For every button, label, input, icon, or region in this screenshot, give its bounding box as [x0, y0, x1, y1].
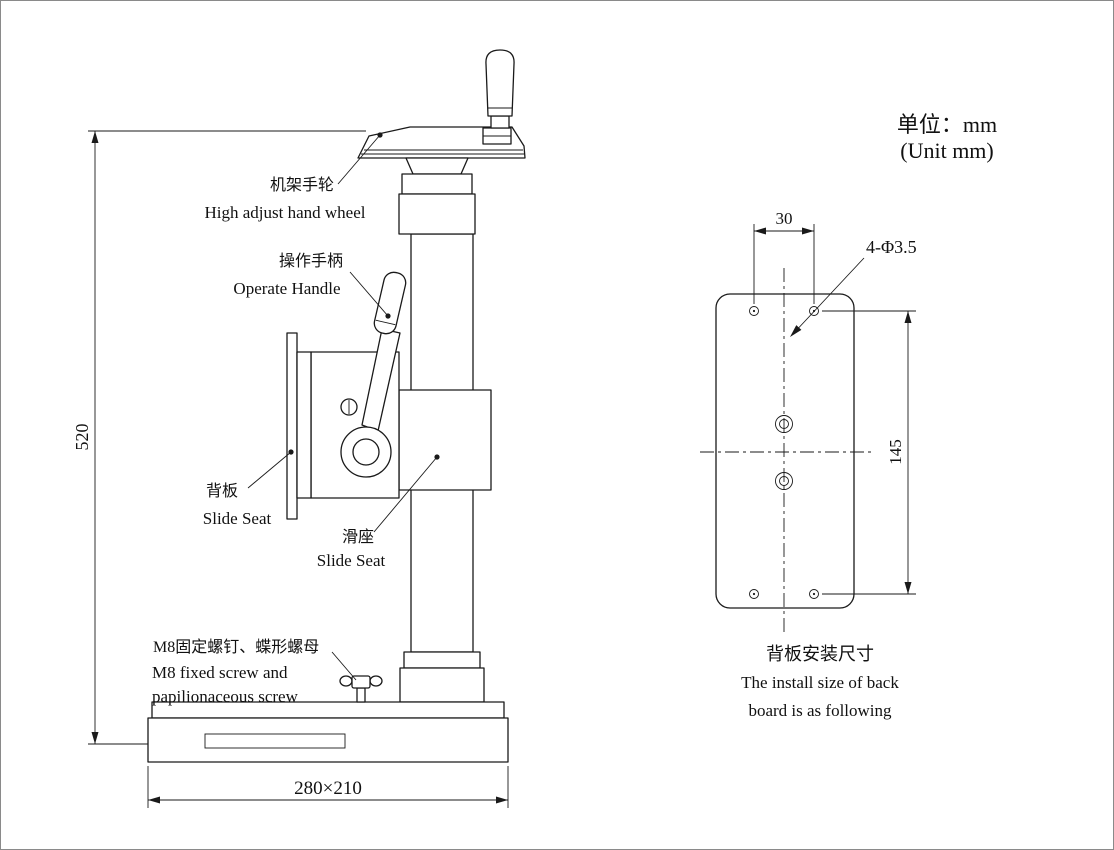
caption-en-1: The install size of back — [741, 673, 899, 692]
leader-dot — [377, 132, 383, 138]
wing-screw — [339, 675, 383, 703]
slide-seat-label-cn: 滑座 — [342, 528, 374, 546]
hand-wheel-label-cn: 机架手轮 — [270, 176, 334, 194]
corner-hole — [749, 589, 759, 599]
wheel-neck — [398, 157, 476, 235]
label-operate-handle: 操作手柄 Operate Handle — [233, 252, 391, 319]
hole-pitch-30-label: 30 — [776, 209, 793, 228]
base-body — [147, 717, 509, 763]
back-board-caption: 背板安装尺寸 The install size of back board is… — [741, 644, 899, 720]
hole-callout: 4-Φ3.5 — [790, 237, 917, 337]
m8-label-en-1: M8 fixed screw and — [152, 663, 288, 682]
operate-handle-label-cn: 操作手柄 — [279, 252, 343, 270]
base-recess — [204, 733, 346, 749]
back-board-label-en: Slide Seat — [203, 509, 272, 528]
column-foot-collar — [403, 651, 481, 669]
label-m8-screw: M8固定螺钉、蝶形螺母 M8 fixed screw and papiliona… — [152, 638, 357, 706]
m8-label-en-2: papilionaceous screw — [152, 687, 299, 706]
slide-seat-wrap-block — [398, 389, 492, 491]
unit-note: 单位：mm (Unit mm) — [897, 112, 997, 163]
corner-hole — [809, 306, 819, 316]
label-hand-wheel: 机架手轮 High adjust hand wheel — [205, 132, 383, 222]
m8-label-cn: M8固定螺钉、蝶形螺母 — [153, 638, 319, 656]
leader-dot — [288, 449, 294, 455]
leader-dot — [434, 454, 440, 460]
height-dim-label: 520 — [72, 424, 92, 451]
label-slide-seat: 滑座 Slide Seat — [317, 454, 440, 570]
hole-callout-label: 4-Φ3.5 — [866, 237, 917, 257]
wheel-grip-handle — [485, 49, 515, 129]
back-board-label-cn: 背板 — [206, 482, 238, 500]
corner-hole — [809, 589, 819, 599]
label-back-board: 背板 Slide Seat — [203, 449, 294, 528]
caption-en-2: board is as following — [748, 701, 892, 720]
stand-side-view — [147, 49, 526, 763]
corner-hole — [749, 306, 759, 316]
machine-base — [147, 651, 509, 763]
center-hole — [775, 472, 793, 490]
base-dim-label: 280×210 — [294, 778, 362, 799]
hand-wheel — [357, 126, 526, 159]
dim-280x210: 280×210 — [147, 766, 509, 808]
slide-seat-label-en: Slide Seat — [317, 551, 386, 570]
dim-145: 145 — [822, 310, 916, 595]
hand-wheel-label-en: High adjust hand wheel — [205, 203, 366, 222]
center-hole — [775, 415, 793, 433]
hole-pitch-145-label: 145 — [886, 439, 905, 465]
operate-handle-label-en: Operate Handle — [233, 279, 340, 298]
back-board-plate — [286, 332, 298, 520]
back-board-view: 30 4-Φ3.5 145 背板安装尺寸 The install size of… — [700, 209, 917, 720]
unit-note-cn: 单位：mm — [897, 112, 997, 137]
unit-note-en: (Unit mm) — [900, 138, 994, 163]
center-holes — [775, 415, 793, 490]
handle-grip — [373, 271, 407, 335]
dim-30: 30 — [753, 209, 815, 304]
caption-cn: 背板安装尺寸 — [766, 644, 874, 664]
leader-dot — [385, 313, 391, 319]
slotted-screw — [340, 398, 358, 416]
centerlines — [700, 268, 872, 634]
dim-520: 520 — [72, 130, 366, 745]
corner-holes — [749, 306, 819, 599]
slide-seat-assembly — [286, 271, 492, 520]
column-foot — [399, 667, 485, 703]
mount-plate — [715, 293, 855, 609]
back-board-flange — [296, 351, 312, 499]
handle-boss-inner — [352, 438, 380, 466]
